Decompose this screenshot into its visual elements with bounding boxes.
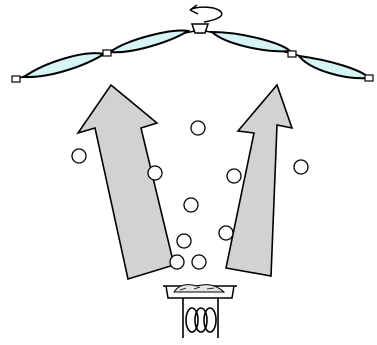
bubble: [190, 120, 206, 136]
rotation-arrow-icon: [189, 4, 223, 23]
right-updraft-arrow-icon: [225, 83, 294, 277]
rotor-blades: [11, 23, 374, 83]
bubble: [71, 148, 87, 164]
bubble: [218, 225, 234, 241]
bubble: [176, 233, 192, 249]
bubble: [183, 197, 199, 213]
heating-pan-icon: [163, 284, 237, 299]
blade-left-outer: [21, 52, 107, 79]
blade-right-inner: [209, 30, 293, 53]
blade-right-outer: [296, 54, 372, 80]
bubble: [191, 254, 207, 270]
joint-far-right: [364, 74, 374, 82]
bubble: [293, 159, 309, 175]
bubble: [226, 168, 242, 184]
joint-right: [287, 50, 297, 58]
rotor-hub: [190, 23, 210, 34]
joint-far-left: [11, 75, 21, 83]
heating-coil-icon: [182, 298, 219, 338]
bubble: [147, 165, 163, 181]
joint-left: [102, 49, 112, 57]
left-updraft-arrow-icon: [76, 83, 175, 281]
air-bubbles: [71, 120, 309, 270]
blade-left-inner: [107, 29, 191, 54]
bubble: [169, 254, 185, 270]
rotor-rod: [13, 29, 371, 81]
